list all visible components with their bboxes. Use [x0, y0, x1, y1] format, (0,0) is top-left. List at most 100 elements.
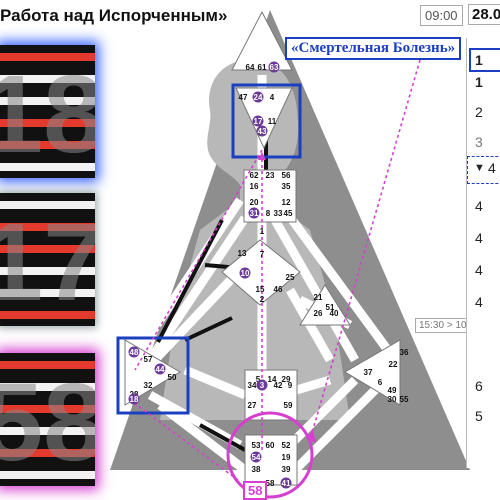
panel-row-selected[interactable]: ▼ 4: [467, 156, 500, 184]
gate-number: 32: [144, 381, 153, 390]
gate-number: 14: [268, 375, 277, 384]
gate-number: 17: [254, 117, 263, 126]
hexagram-line: [0, 141, 95, 149]
gate-marker: [239, 267, 251, 279]
gate-number: 3: [260, 381, 265, 390]
chevron-down-icon: ▼: [474, 162, 485, 174]
side-panel: 1 1 2 3 ▼ 4 4 4 4 4 6 5: [466, 38, 500, 468]
gate-number: 62: [250, 171, 259, 180]
gate-number: 4: [270, 93, 275, 102]
panel-row[interactable]: 5: [475, 408, 483, 424]
gate-number: 49: [388, 386, 397, 395]
gate-number: 24: [254, 93, 263, 102]
gate-number: 13: [238, 249, 247, 258]
hexagram-tile-17: 17: [0, 193, 95, 326]
gate-number: 25: [286, 273, 295, 282]
hexagram-line: [0, 53, 95, 61]
panel-row[interactable]: 3: [475, 134, 483, 150]
gate-number: 35: [282, 182, 291, 191]
gate-number: 33: [274, 209, 283, 218]
gate-number: 29: [282, 375, 291, 384]
hexagram-line: [0, 383, 95, 391]
credit: Sergei Mavlato: [418, 474, 492, 486]
panel-row[interactable]: 6: [475, 378, 483, 394]
gate-number: 43: [258, 127, 267, 136]
solar-center: [344, 339, 401, 406]
arrow-head: [306, 430, 316, 443]
gate-number: 26: [314, 309, 323, 318]
gate-marker: [250, 451, 262, 463]
panel-row[interactable]: 4: [475, 198, 483, 214]
gate-marker: [252, 115, 264, 127]
gate-number: 1: [260, 227, 265, 236]
gate-number: 15: [256, 285, 265, 294]
root-highlight: [226, 411, 314, 499]
gate-number: 20: [250, 198, 259, 207]
ajna-center: [235, 87, 293, 150]
gate-number: 12: [282, 198, 291, 207]
panel-row[interactable]: 1: [475, 74, 483, 90]
head-center: [231, 10, 293, 71]
gate-number: 31: [250, 209, 259, 218]
panel-row[interactable]: 2: [475, 104, 483, 120]
gate-number: 5: [256, 375, 261, 384]
hexagram-line: [0, 119, 95, 127]
gate-number: 22: [389, 360, 398, 369]
gate-number: 50: [168, 373, 177, 382]
gate-number: 36: [400, 348, 409, 357]
gate-number: 46: [274, 285, 283, 294]
gate-number: 18: [130, 395, 139, 404]
panel-row[interactable]: 4: [475, 262, 483, 278]
spleen-center: [124, 339, 181, 406]
death-label: «Смертельная Болезнь»: [285, 37, 462, 60]
hexagram-line: [0, 245, 95, 253]
ego-center: [299, 284, 351, 326]
panel-row[interactable]: 1: [469, 48, 500, 72]
gate-marker: [256, 379, 268, 391]
gate-marker: [252, 91, 264, 103]
hexagram-number: 17: [0, 201, 95, 324]
gate-marker: [280, 477, 292, 489]
gate-number: 6: [378, 378, 383, 387]
gate-number: 54: [252, 453, 261, 462]
gate-marker: [256, 125, 268, 137]
panel-row[interactable]: 4: [475, 294, 483, 310]
ajna-highlight: [231, 83, 302, 159]
hexagram-line: [0, 201, 95, 209]
gate-marker: [128, 346, 140, 358]
date-field[interactable]: 28.0: [468, 4, 500, 25]
hexagram-line: [0, 449, 95, 457]
time-field[interactable]: 09:00: [420, 5, 463, 26]
gate-number: 56: [282, 171, 291, 180]
hexagram-line: [0, 361, 95, 369]
hexagram-line: [0, 267, 95, 275]
gate-number: 58: [266, 479, 275, 488]
gate-58-label: 58: [243, 481, 268, 500]
hexagram-line: [0, 75, 95, 83]
panel-row[interactable]: 4: [475, 230, 483, 246]
gate-number: 39: [282, 465, 291, 474]
hexagram-line: [0, 97, 95, 105]
hexagram-tile-18: 18: [0, 45, 95, 178]
hexagram-number: 18: [0, 53, 95, 176]
hexagram-line: [0, 405, 95, 413]
gate-number: 19: [282, 453, 291, 462]
gate-number: 38: [252, 465, 261, 474]
gate-number: 55: [400, 395, 409, 404]
gate-number: 48: [130, 348, 139, 357]
channels: [136, 75, 399, 474]
gate-number: 27: [248, 401, 257, 410]
gate-number: 23: [266, 171, 275, 180]
gate-number: 10: [241, 269, 250, 278]
gate-number: 59: [284, 401, 293, 410]
gate-number: 44: [156, 365, 165, 374]
gate-number: 2: [260, 295, 265, 304]
gate-number: 16: [250, 182, 259, 191]
gate-marker: [128, 393, 140, 405]
dotted-arrows: [129, 59, 421, 481]
gate-number: 47: [239, 93, 248, 102]
gate-number: 41: [282, 479, 291, 488]
hexagram-line: [0, 427, 95, 435]
gate-number: 11: [268, 117, 277, 126]
